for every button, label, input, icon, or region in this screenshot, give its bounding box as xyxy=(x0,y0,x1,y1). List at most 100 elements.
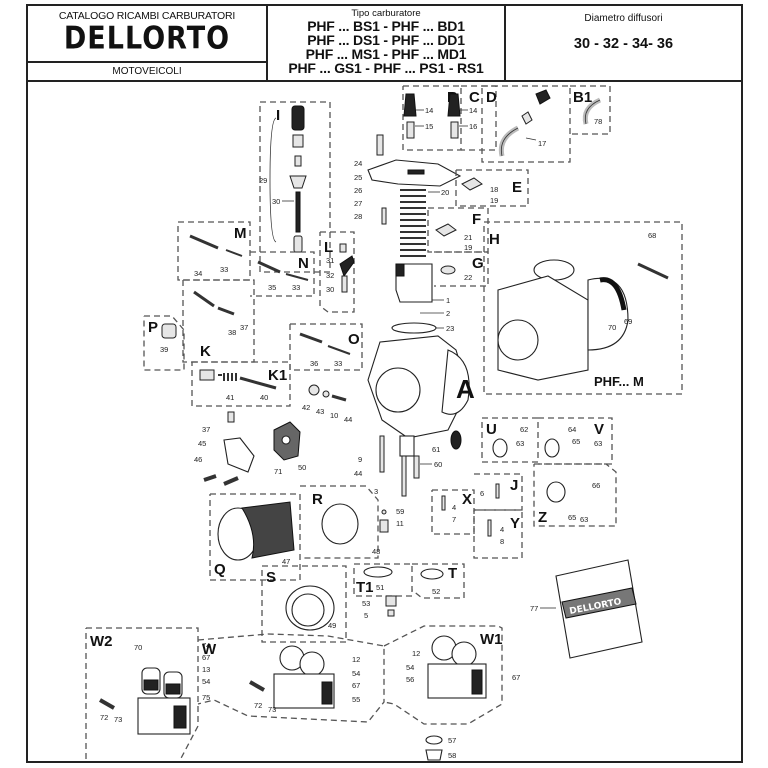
part-shape xyxy=(471,669,483,695)
part-shape xyxy=(295,191,301,233)
part-number: 47 xyxy=(282,557,290,566)
part-shape xyxy=(299,651,325,677)
part-number: 14 xyxy=(469,106,477,115)
group-label: R xyxy=(312,491,323,508)
part-number: 11 xyxy=(396,519,404,528)
group-T: T 52 xyxy=(411,563,465,599)
group-label: B1 xyxy=(573,89,592,106)
part-shape xyxy=(461,177,483,191)
part-shape xyxy=(521,111,533,125)
group-label: Q xyxy=(214,561,226,578)
drain-plug-parts: 57 58 xyxy=(425,735,456,761)
carb-type-cell: Tipo carburatore PHF ... BS1 - PHF ... B… xyxy=(268,6,506,80)
part-number: 3 xyxy=(374,487,378,496)
part-number: 38 xyxy=(228,328,236,337)
part-number: 63 xyxy=(594,439,602,448)
part-number: 37 xyxy=(202,425,210,434)
group-H: H 68 70 69 PHF... M xyxy=(483,221,683,395)
part-number: 29 xyxy=(259,176,267,185)
part-number: 58 xyxy=(448,751,456,760)
part-number: 4 xyxy=(500,525,504,534)
group-X: X 4 7 xyxy=(431,489,475,535)
part-shape xyxy=(406,121,415,139)
part-shape xyxy=(379,519,389,533)
part-number: 17 xyxy=(538,139,546,148)
part-number: 16 xyxy=(469,122,477,131)
part-shape xyxy=(308,384,320,396)
group-label: D xyxy=(486,89,497,106)
gasket-kit-bag: DELLORTO 77 xyxy=(530,559,643,659)
group-label: T1 xyxy=(356,579,374,596)
carb-type-line: PHF ... BS1 - PHF ... BD1 xyxy=(307,18,465,34)
part-number: 9 xyxy=(358,455,362,464)
part-number: 12 xyxy=(352,655,360,664)
group-N: N 35 33 xyxy=(250,251,315,297)
part-number: 45 xyxy=(198,439,206,448)
group-U: U 62 63 xyxy=(481,417,539,463)
part-number: 75 xyxy=(202,693,210,702)
part-number: 61 xyxy=(432,445,440,454)
part-shape xyxy=(450,121,459,139)
part-shape xyxy=(161,323,177,339)
brand-cell: CATALOGO RICAMBI CARBURATORI DELLORTO MO… xyxy=(28,6,268,80)
part-number: 5 xyxy=(364,611,368,620)
part-shape xyxy=(381,509,387,515)
part-number: 67 xyxy=(512,673,520,682)
part-shape xyxy=(407,169,425,175)
part-number: 31 xyxy=(326,256,334,265)
part-number: 60 xyxy=(434,460,442,469)
part-number: 71 xyxy=(274,467,282,476)
part-shape xyxy=(363,566,393,578)
part-shape xyxy=(425,735,443,745)
part-number: 26 xyxy=(354,186,362,195)
part-shape xyxy=(587,277,629,351)
part-number: 52 xyxy=(432,587,440,596)
part-shape xyxy=(535,89,551,105)
part-number: 22 xyxy=(464,273,472,282)
group-caption: PHF... M xyxy=(594,374,644,389)
part-number: 70 xyxy=(608,323,616,332)
group-label: W2 xyxy=(90,633,113,650)
category-label: MOTOVEICOLI xyxy=(28,61,266,80)
part-number: 54 xyxy=(352,669,360,678)
part-number: 73 xyxy=(268,705,276,714)
part-number: 66 xyxy=(592,481,600,490)
part-number: 19 xyxy=(464,243,472,252)
part-shape xyxy=(492,438,508,458)
group-W2: W2 70 74 67 13 54 75 72 73 xyxy=(85,627,210,761)
group-label: T xyxy=(448,565,457,582)
part-number: 64 xyxy=(568,425,576,434)
group-label: H xyxy=(489,231,500,248)
part-number: 10 xyxy=(330,411,338,420)
part-number: 73 xyxy=(114,715,122,724)
part-number: 65 xyxy=(572,437,580,446)
group-M: M 34 33 xyxy=(177,221,251,281)
part-shape xyxy=(321,503,359,545)
part-shape xyxy=(495,483,500,499)
part-shape xyxy=(425,749,443,761)
part-number: 8 xyxy=(500,537,504,546)
group-F: F 21 19 xyxy=(427,207,489,253)
part-shape xyxy=(599,277,627,311)
part-shape xyxy=(321,681,333,705)
part-number: 1 xyxy=(446,296,450,305)
part-shape xyxy=(447,93,461,117)
part-number: 51 xyxy=(376,583,384,592)
group-K: K 38 37 xyxy=(182,279,255,363)
part-shape xyxy=(292,134,304,148)
group-B1: B1 78 xyxy=(570,85,611,135)
part-number: 72 xyxy=(100,713,108,722)
part-number: 78 xyxy=(594,117,602,126)
part-number: 14 xyxy=(425,106,433,115)
part-number: 67 xyxy=(352,681,360,690)
part-shape xyxy=(281,435,291,445)
part-number: 7 xyxy=(452,515,456,524)
part-shape xyxy=(143,679,159,691)
part-shape xyxy=(289,175,307,189)
group-G: G 22 xyxy=(434,251,489,287)
group-label: F xyxy=(472,211,481,228)
part-number: 39 xyxy=(160,345,168,354)
part-number: 13 xyxy=(202,665,210,674)
part-number: 72 xyxy=(254,701,262,710)
carb-type-line: PHF ... MS1 - PHF ... MD1 xyxy=(305,46,467,62)
